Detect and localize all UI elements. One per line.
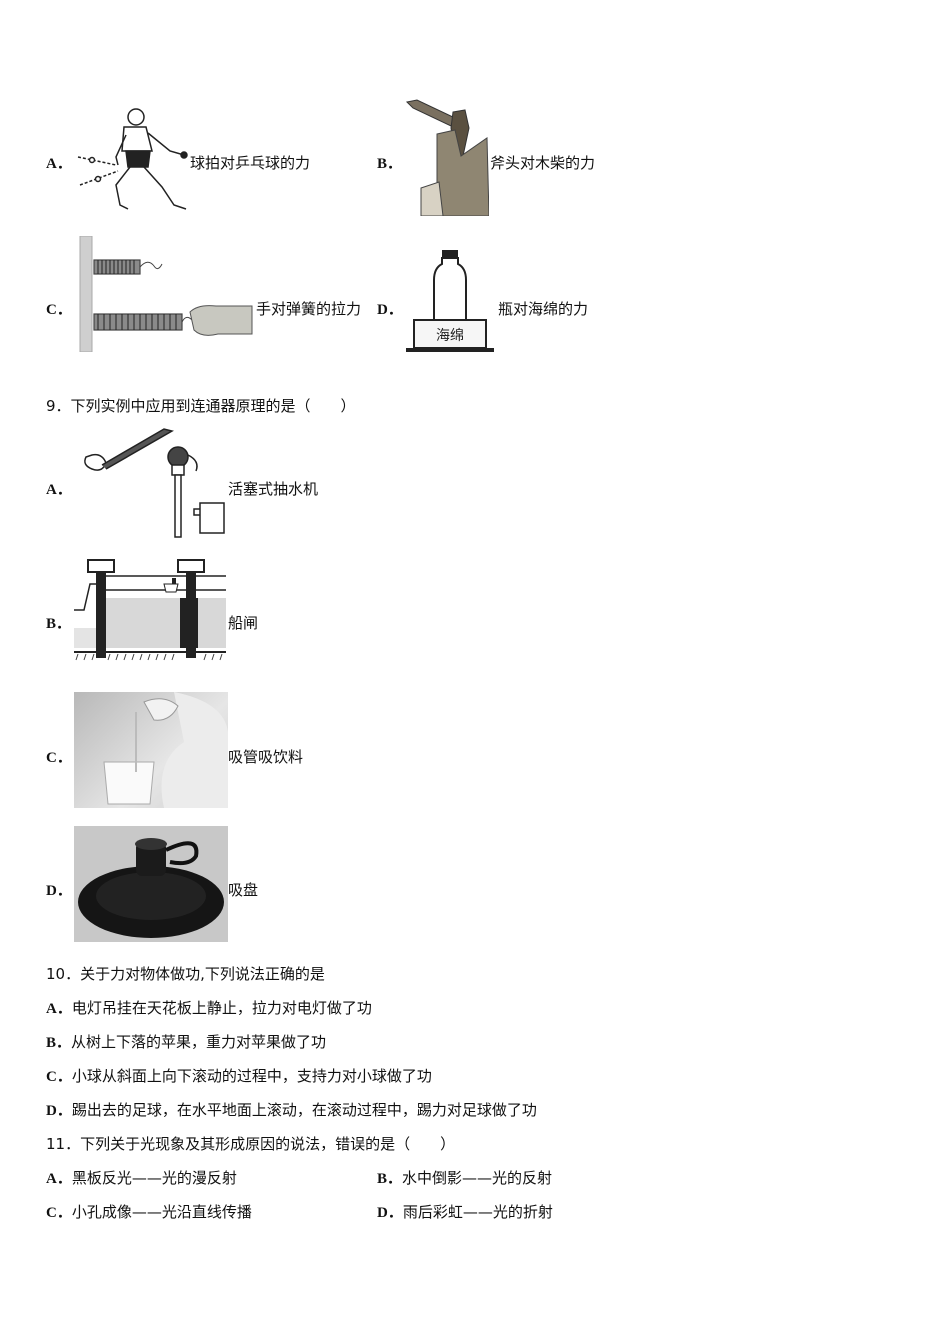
option-label: C．	[46, 1205, 72, 1221]
option-text: 踢出去的足球，在水平地面上滚动，在滚动过程中，踢力对足球做了功	[71, 1101, 537, 1119]
piston-water-pump-figure	[76, 425, 228, 539]
option-text: 从树上下落的苹果，重力对苹果做了功	[71, 1033, 327, 1051]
ship-lock-figure	[74, 558, 226, 670]
option-label: A．	[46, 1001, 72, 1017]
option-text: 电灯吊挂在天花板上静止，拉力对电灯做了功	[71, 999, 372, 1017]
option-text: 球拍对乒乓球的力	[190, 154, 311, 172]
option-text: 斧头对木柴的力	[490, 154, 596, 172]
suction-cup-photo	[74, 826, 228, 942]
option-text: 吸盘	[228, 881, 259, 899]
option-label: D．	[46, 883, 72, 899]
option-label: B．	[46, 1035, 72, 1051]
question-stem: 10．关于力对物体做功,下列说法正确的是	[46, 965, 325, 983]
option-text: 黑板反光——光的漫反射	[71, 1169, 237, 1187]
option-d: D．踢出去的足球，在水平地面上滚动，在滚动过程中，踢力对足球做了功	[46, 1099, 537, 1120]
option-a: A．黑板反光——光的漫反射	[46, 1167, 237, 1188]
option-label: B．	[46, 616, 72, 632]
option-b: B．水中倒影——光的反射	[377, 1167, 552, 1188]
option-text: 手对弹簧的拉力	[256, 300, 362, 318]
option-label: C．	[46, 750, 72, 766]
option-label: A．	[46, 1171, 72, 1187]
option-label: A．	[46, 156, 72, 172]
option-label: D．	[377, 1205, 403, 1221]
option-label: B．	[377, 156, 403, 172]
option-text: 雨后彩虹——光的折射	[402, 1203, 553, 1221]
option-label: D．	[46, 1103, 72, 1119]
sponge-label: 海绵	[436, 327, 464, 344]
option-d: D．雨后彩虹——光的折射	[377, 1201, 553, 1222]
option-text: 船闸	[228, 614, 259, 632]
option-text: 水中倒影——光的反射	[402, 1169, 553, 1187]
drinking-straw-photo	[74, 692, 228, 808]
ping-pong-player-figure	[76, 105, 188, 215]
option-a: A．电灯吊挂在天花板上静止，拉力对电灯做了功	[46, 997, 372, 1018]
option-text: 小球从斜面上向下滚动的过程中，支持力对小球做了功	[71, 1067, 432, 1085]
option-label: C．	[46, 302, 72, 318]
option-text: 活塞式抽水机	[228, 480, 319, 498]
option-b: B．从树上下落的苹果，重力对苹果做了功	[46, 1031, 326, 1052]
axe-in-wood-figure	[403, 98, 489, 216]
option-text: 吸管吸饮料	[228, 748, 304, 766]
option-label: B．	[377, 1171, 403, 1187]
question-stem: 11．下列关于光现象及其形成原因的说法，错误的是（ ）	[46, 1135, 456, 1153]
option-text: 瓶对海绵的力	[498, 300, 589, 318]
option-c: C．小孔成像——光沿直线传播	[46, 1201, 252, 1222]
question-stem: 9．下列实例中应用到连通器原理的是（ ）	[46, 397, 356, 415]
bottle-on-sponge-figure: 海绵	[404, 248, 496, 356]
option-text: 小孔成像——光沿直线传播	[71, 1203, 252, 1221]
option-label: C．	[46, 1069, 72, 1085]
option-label: A．	[46, 482, 72, 498]
option-label: D．	[377, 302, 403, 318]
hand-pulling-spring-figure	[78, 236, 254, 352]
option-c: C．小球从斜面上向下滚动的过程中，支持力对小球做了功	[46, 1065, 432, 1086]
